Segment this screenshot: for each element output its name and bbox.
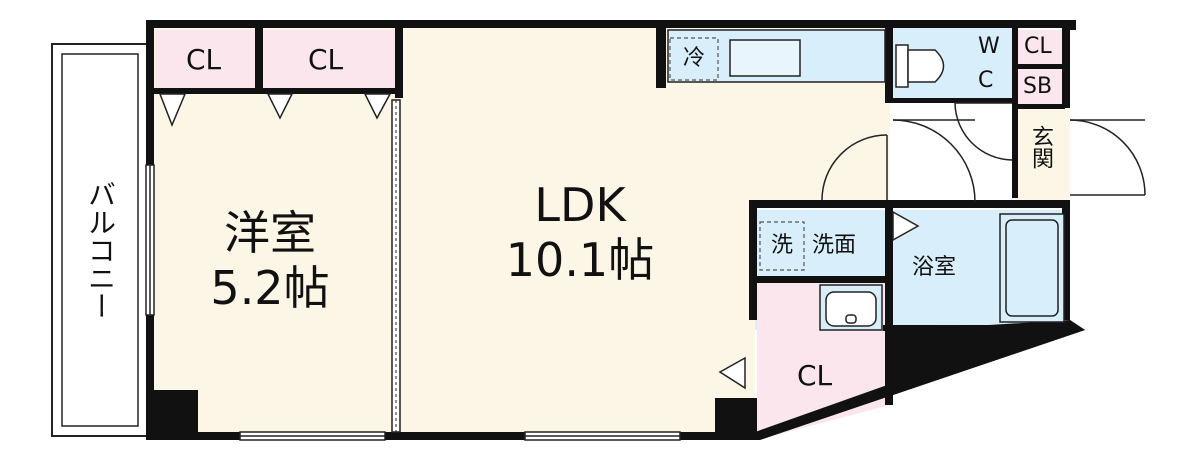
- door-swings: [821, 102, 1146, 203]
- washer-space: [759, 221, 805, 271]
- ldk-label: LDK 10.1帖: [495, 178, 665, 288]
- washer-label: 洗: [771, 233, 794, 258]
- closet-2-label: CL: [308, 43, 344, 76]
- wc-label-line1: W: [978, 34, 1000, 59]
- fridge-label: 冷: [683, 46, 706, 71]
- entrance-name: 玄関: [1028, 125, 1053, 169]
- balcony: [51, 43, 149, 437]
- western-room-size: 5.2帖: [210, 261, 330, 316]
- balcony-name: バルコニー: [84, 180, 117, 320]
- fridge-space: [669, 37, 719, 81]
- balcony-label: バルコニー: [84, 180, 117, 325]
- windows: [145, 164, 681, 441]
- ldk-name: LDK: [534, 178, 626, 232]
- ldk-floor: [400, 28, 890, 438]
- ldk-size: 10.1帖: [505, 233, 655, 288]
- closet-1-label: CL: [186, 43, 222, 76]
- shoebox-floor: [1017, 68, 1067, 106]
- western-room-label: 洋室 5.2帖: [205, 206, 335, 316]
- closet-wc-label: CL: [1024, 34, 1052, 59]
- wash-basin: [819, 284, 883, 331]
- washroom-label: 洗面: [812, 233, 857, 258]
- entrance-label: 玄関: [1028, 125, 1053, 174]
- entrance-floor: [1015, 108, 1070, 203]
- hall-floor: [890, 100, 1015, 205]
- closet-bottom-label: CL: [797, 359, 833, 392]
- closet-wc-floor: [1017, 30, 1067, 66]
- bath-label: 浴室: [912, 255, 957, 280]
- shoebox-label: SB: [1023, 74, 1053, 99]
- closet-door-marks: [158, 93, 920, 390]
- closet-2-floor: [262, 30, 396, 90]
- closet-1-floor: [155, 30, 255, 90]
- wc-label-line2: C: [978, 68, 994, 93]
- western-room-name: 洋室: [224, 206, 316, 260]
- bathtub: [999, 213, 1065, 323]
- toilet-fixture: [895, 44, 945, 88]
